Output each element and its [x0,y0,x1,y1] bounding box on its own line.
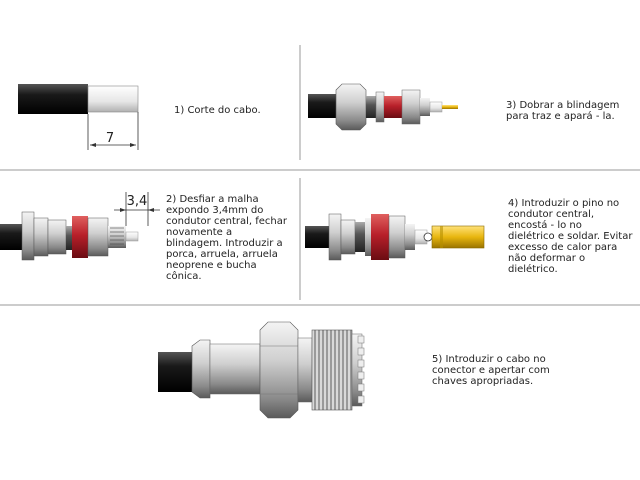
step3-connector-illustration [308,83,458,131]
step1-dimension-label: 7 [106,131,114,146]
panel-dividers [0,45,640,306]
step2-dimension-label: 3,4 [127,194,148,209]
step2-caption: 2) Desfiar a malha expondo 3,4mm do cond… [166,194,288,282]
step1-caption: 1) Corte do cabo. [174,105,261,116]
step1-cable-illustration [18,84,139,150]
step4-caption: 4) Introduzir o pino no condutor central… [508,198,633,275]
step2-connector-illustration [0,192,160,261]
step5-caption: 5) Introduzir o cabo no conector e apert… [432,354,550,387]
step3-caption: 3) Dobrar a blindagem para traz e apará … [506,100,620,122]
step5-connector-illustration [158,321,365,419]
step4-connector-illustration [305,213,485,261]
